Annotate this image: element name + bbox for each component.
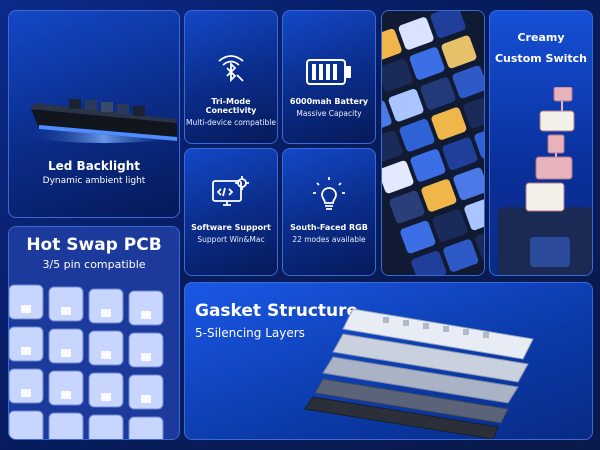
switch-title-line1: Creamy: [517, 31, 565, 44]
software-subtitle: Support Win&Mac: [197, 235, 265, 244]
led-backlight-card: Led Backlight Dynamic ambient light: [8, 10, 180, 218]
hot-swap-title: Hot Swap PCB: [26, 235, 162, 255]
rgb-title: South-Faced RGB: [290, 223, 368, 232]
switch-image: [498, 87, 592, 275]
hot-swap-subtitle: 3/5 pin compatible: [42, 258, 146, 271]
software-title: Software Support: [191, 223, 271, 232]
gasket-subtitle: 5-Silencing Layers: [195, 326, 305, 340]
switch-title-line2: Custom Switch: [494, 52, 588, 65]
battery-card: 6000mah Battery Massive Capacity: [282, 10, 376, 144]
battery-title: 6000mah Battery: [289, 97, 369, 106]
rgb-card: South-Faced RGB 22 modes available: [282, 148, 376, 276]
wireless-bluetooth-usb-icon: [213, 51, 249, 87]
battery-subtitle: Massive Capacity: [296, 109, 362, 118]
tri-mode-title: Tri-Mode Conectivity: [205, 97, 257, 115]
switch-card: Creamy Custom Switch: [489, 10, 593, 276]
lightbulb-icon: [311, 173, 347, 211]
rgb-subtitle: 22 modes available: [292, 235, 366, 244]
keyboard-side-image: [24, 99, 179, 143]
hot-swap-card: Hot Swap PCB 3/5 pin compatible: [8, 226, 180, 440]
pcb-sockets-image: [9, 227, 179, 439]
led-subtitle: Dynamic ambient light: [42, 176, 146, 186]
software-settings-icon: [211, 175, 251, 211]
keycaps-closeup-image: [381, 10, 485, 276]
battery-icon: [306, 59, 352, 85]
software-card: Software Support Support Win&Mac: [184, 148, 278, 276]
gasket-title: Gasket Structure: [195, 301, 359, 321]
gasket-card: Gasket Structure 5-Silencing Layers: [184, 282, 593, 440]
tri-mode-card: Tri-Mode Conectivity Multi-device compat…: [184, 10, 278, 144]
led-title: Led Backlight: [48, 159, 140, 173]
stacked-plates-image: [304, 308, 534, 439]
tri-mode-subtitle: Multi-device compatible: [186, 118, 276, 127]
